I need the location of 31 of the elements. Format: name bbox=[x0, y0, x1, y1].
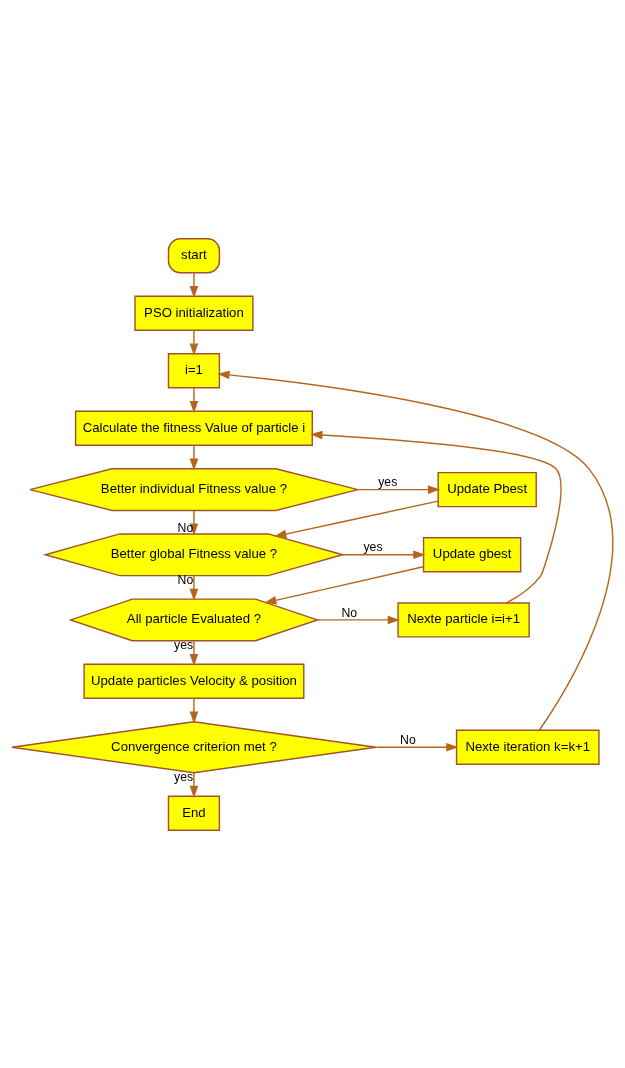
node-box: start bbox=[167, 237, 221, 273]
edge-label: yes bbox=[363, 539, 383, 554]
edge-label: No bbox=[400, 732, 416, 747]
arrow bbox=[189, 444, 199, 471]
node-diamond: Convergence criterion met ? bbox=[11, 720, 377, 773]
arrow bbox=[189, 574, 199, 601]
node-box: Nexte particle i=i+1 bbox=[397, 601, 530, 638]
arrow bbox=[189, 697, 199, 724]
arrow bbox=[316, 615, 400, 624]
arrow bbox=[310, 430, 562, 604]
node-box: Update particles Velocity & position bbox=[83, 663, 305, 699]
node-box: Update Pbest bbox=[437, 471, 537, 507]
node-box: Update gbest bbox=[422, 536, 522, 572]
arrow bbox=[189, 271, 199, 298]
node-box: Calculate the fitness Value of particle i bbox=[74, 410, 313, 446]
node-box: PSO initialization bbox=[134, 295, 254, 331]
arrow bbox=[357, 484, 441, 494]
arrow bbox=[217, 370, 614, 731]
arrow bbox=[189, 771, 199, 798]
edge-label: yes bbox=[378, 474, 398, 489]
arrow bbox=[189, 329, 199, 356]
node-box: i=1 bbox=[167, 352, 221, 388]
arrow bbox=[264, 565, 425, 604]
arrow bbox=[342, 549, 426, 559]
arrow bbox=[274, 499, 439, 538]
node-box: End bbox=[167, 795, 221, 831]
node-box: Nexte iteration k=k+1 bbox=[455, 729, 600, 765]
arrow bbox=[375, 742, 459, 752]
arrow bbox=[189, 386, 199, 413]
arrow bbox=[189, 639, 199, 666]
edge-label: No bbox=[341, 605, 358, 620]
